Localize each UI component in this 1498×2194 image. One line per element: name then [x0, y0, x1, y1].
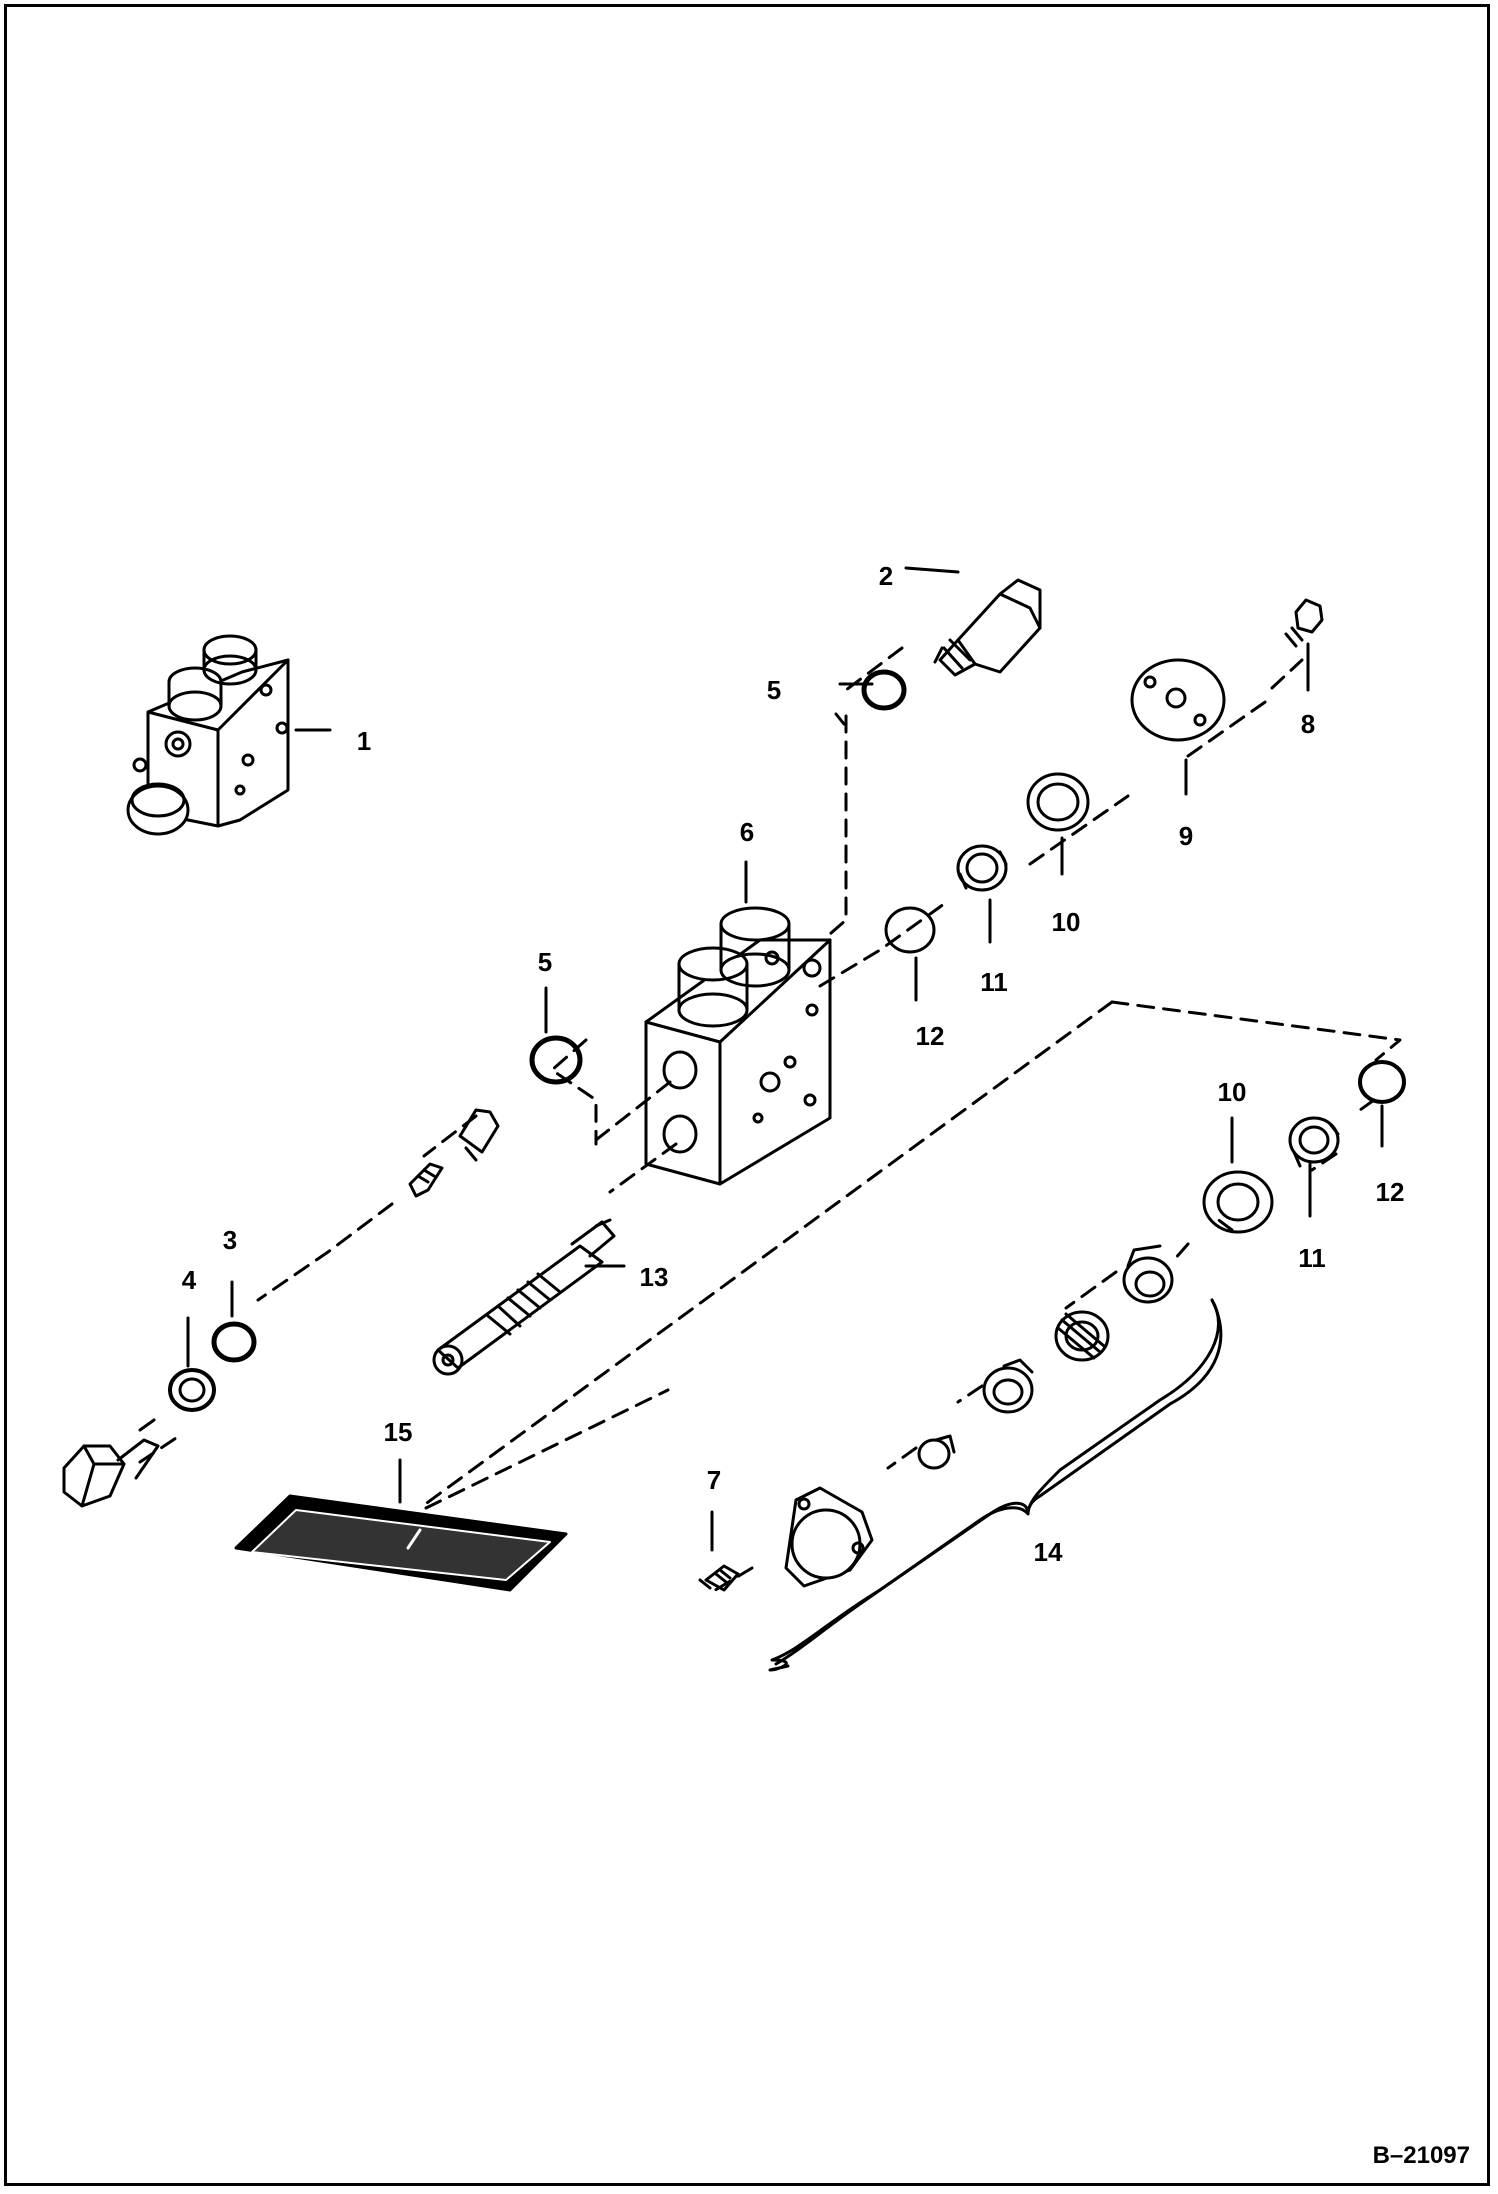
oring-part-12-right	[1358, 1060, 1406, 1104]
valve-assembly-part-1	[126, 634, 290, 836]
bracket-part-14	[768, 1298, 1220, 1672]
dashed-leaders	[138, 646, 1402, 1594]
callout-7: 7	[706, 1465, 722, 1495]
washer-part-10-right	[1202, 1170, 1274, 1234]
callout-11-right: 11	[1298, 1243, 1326, 1273]
washer-part-10-top	[1026, 772, 1090, 832]
package-part-15	[234, 1494, 568, 1592]
valve-body-part-6	[644, 906, 832, 1186]
ring-part-11-right	[1288, 1116, 1340, 1168]
oring-part-12-top	[884, 906, 936, 954]
callout-5-top: 5	[766, 675, 782, 705]
screw-part-8	[1284, 598, 1324, 648]
callout-15: 15	[383, 1417, 413, 1447]
callout-12-top: 12	[915, 1021, 945, 1051]
spring-plug-left	[408, 1162, 444, 1198]
callout-9: 9	[1178, 821, 1194, 851]
fitting-part-2	[933, 578, 1042, 677]
callout-14: 14	[1033, 1537, 1063, 1567]
oring-part-3	[211, 1321, 257, 1363]
callout-12-right: 12	[1375, 1177, 1405, 1207]
plate-part-9	[1130, 658, 1226, 742]
callout-8: 8	[1300, 709, 1316, 739]
hex-plug	[62, 1418, 160, 1508]
ring-part-11-top	[956, 844, 1008, 892]
callout-10-top: 10	[1051, 907, 1081, 937]
kit-part-14-components	[698, 1244, 1174, 1592]
plug-left	[458, 1108, 500, 1162]
document-id: B–21097	[1372, 2142, 1470, 2169]
callout-2: 2	[878, 561, 894, 591]
callout-13: 13	[639, 1262, 669, 1292]
callout-leaders	[186, 566, 1384, 1552]
callout-4: 4	[181, 1265, 197, 1295]
washer-part-4	[168, 1368, 216, 1412]
callout-3: 3	[222, 1225, 238, 1255]
oring-part-5-top	[861, 669, 907, 711]
callout-11-top: 11	[980, 967, 1008, 997]
callout-6: 6	[739, 817, 755, 847]
oring-part-5-left	[529, 1035, 583, 1085]
spool-part-13	[432, 1218, 616, 1376]
callout-5-left: 5	[537, 947, 553, 977]
bracket-part-14-lower	[774, 1298, 1223, 1666]
callout-10-right: 10	[1217, 1077, 1247, 1107]
callout-1: 1	[356, 726, 372, 756]
